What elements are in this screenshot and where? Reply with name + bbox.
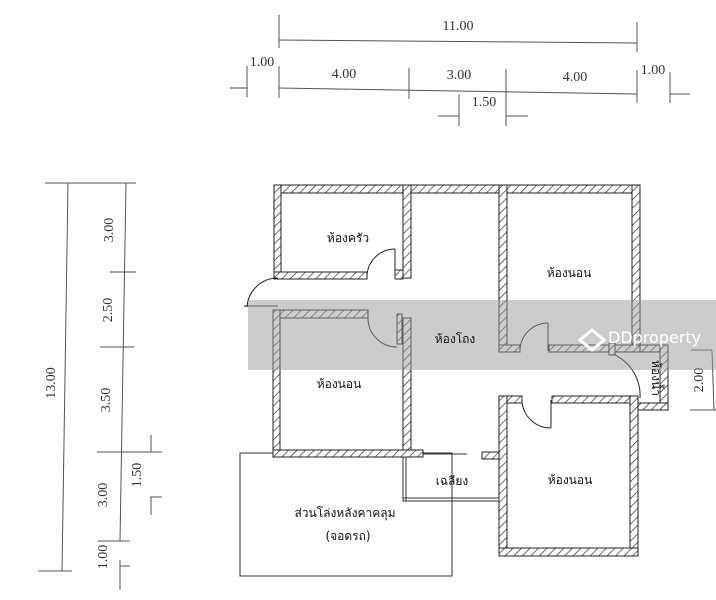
room-carport-note: (จอดรถ) xyxy=(325,529,370,543)
room-living: ห้องโถง xyxy=(435,332,476,346)
top-dimensions: 11.00 1.00 4.00 3.00 4.00 1.00 1.50 xyxy=(230,15,690,126)
dim-bathroom: 2.00 xyxy=(692,368,707,393)
room-carport: ส่วนโล่งหลังคาคลุม xyxy=(294,506,395,521)
dim-top-1: 1.00 xyxy=(250,55,275,70)
watermark-logo: DDproperty xyxy=(577,328,701,352)
entrance-door xyxy=(246,277,279,308)
walls xyxy=(272,184,669,557)
ddproperty-logo-icon xyxy=(577,328,607,352)
room-bedroom-top-right: ห้องนอน xyxy=(547,266,592,280)
dim-top-2: 4.00 xyxy=(332,67,357,82)
terrace-walls xyxy=(402,453,500,502)
dim-top-offset: 1.50 xyxy=(472,95,497,110)
room-bedroom-left: ห้องนอน xyxy=(317,377,362,391)
room-bedroom-bottom-right: ห้องนอน xyxy=(548,473,593,487)
dim-left-5: 1.00 xyxy=(96,545,111,570)
dim-top-total: 11.00 xyxy=(443,19,474,34)
left-dimensions: 13.00 3.00 2.50 3.50 3.00 1.00 1.50 xyxy=(38,182,162,590)
bedroom-bottom-right-door xyxy=(521,401,552,429)
room-bathroom: ห้องน้ำ xyxy=(649,360,665,396)
room-terrace: เฉลียง xyxy=(436,474,469,488)
watermark-text: DDproperty xyxy=(608,328,701,347)
dim-left-3: 3.50 xyxy=(99,388,114,413)
dim-top-5: 1.00 xyxy=(641,63,666,78)
dim-left-4: 3.00 xyxy=(96,483,111,508)
dim-top-3: 3.00 xyxy=(447,68,472,83)
dim-left-1: 3.00 xyxy=(102,218,117,243)
kitchen-door xyxy=(366,248,396,278)
dim-top-4: 4.00 xyxy=(563,70,588,85)
room-kitchen: ห้องครัว xyxy=(327,231,369,245)
dim-left-offset: 1.50 xyxy=(130,463,145,488)
dim-left-2: 2.50 xyxy=(101,298,116,323)
watermark-band xyxy=(248,300,716,370)
dim-left-total: 13.00 xyxy=(44,367,59,399)
